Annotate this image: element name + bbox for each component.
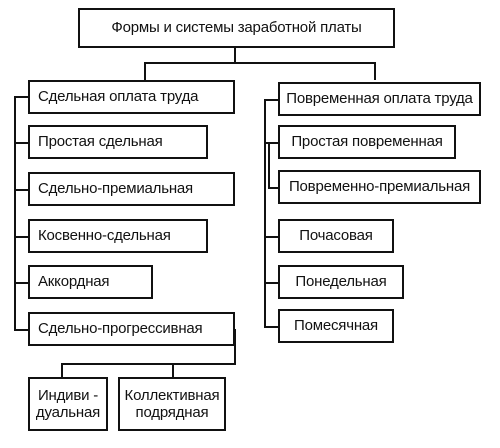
piece-item-label: Сдельно-прогрессивная xyxy=(38,320,203,338)
left-spine xyxy=(14,96,16,330)
connector-to-piece xyxy=(144,62,146,80)
time-item-hourly: Почасовая xyxy=(278,219,394,253)
right-spine xyxy=(264,99,266,327)
connector-to-individual xyxy=(61,363,63,377)
time-item-label: Почасовая xyxy=(299,227,373,245)
time-item-monthly: Помесячная xyxy=(278,309,394,343)
piece-item-indirect: Косвенно-сдельная xyxy=(28,219,208,253)
time-rate-label: Повременная оплата труда xyxy=(286,90,473,108)
piece-item-progressive: Сдельно-прогрессивная xyxy=(28,312,235,346)
left-branch-5 xyxy=(14,329,28,331)
time-item-label: Помесячная xyxy=(294,317,378,335)
piece-item-label: Косвенно-сдельная xyxy=(38,227,171,245)
connector-to-time xyxy=(374,62,376,80)
piece-item-simple: Простая сдельная xyxy=(28,125,208,159)
connector-to-collective xyxy=(172,363,174,377)
piece-item-label: Простая сдельная xyxy=(38,133,163,151)
left-branch-2 xyxy=(14,189,28,191)
time-rate-node: Повременная оплата труда xyxy=(278,82,481,116)
right-branch-3 xyxy=(264,236,278,238)
time-item-label: Повременно-премиальная xyxy=(288,178,471,196)
right-branch-4 xyxy=(264,282,278,284)
sub-item-individual: Индиви - дуальная xyxy=(28,377,108,431)
piece-item-label: Аккордная xyxy=(38,273,110,291)
connector-root-horizontal xyxy=(144,62,376,64)
left-branch-4 xyxy=(14,282,28,284)
left-branch-3 xyxy=(14,236,28,238)
sub-item-label: Индиви - дуальная xyxy=(35,386,101,421)
piece-item-bonus: Сдельно-премиальная xyxy=(28,172,235,206)
right-branch-2 xyxy=(268,187,278,189)
time-item-bonus: Повременно-премиальная xyxy=(278,170,481,204)
piece-item-lump-sum: Аккордная xyxy=(28,265,153,299)
time-item-simple: Простая повременная xyxy=(278,125,456,159)
left-branch-0 xyxy=(14,96,28,98)
piece-item-label: Сдельно-премиальная xyxy=(38,180,193,198)
right-inner-bracket xyxy=(268,142,270,189)
piece-rate-node: Сдельная оплата труда xyxy=(28,80,235,114)
sub-item-collective: Коллективная подрядная xyxy=(118,377,226,431)
piece-rate-label: Сдельная оплата труда xyxy=(38,88,199,106)
root-label: Формы и системы заработной платы xyxy=(111,19,362,37)
time-item-weekly: Понедельная xyxy=(278,265,404,299)
connector-progressive-down xyxy=(234,329,236,365)
right-branch-1 xyxy=(264,142,278,144)
sub-item-label: Коллективная подрядная xyxy=(124,386,220,421)
left-branch-1 xyxy=(14,142,28,144)
right-branch-5 xyxy=(264,326,278,328)
time-item-label: Понедельная xyxy=(295,273,387,291)
connector-root-down xyxy=(234,48,236,62)
connector-sub-horizontal xyxy=(61,363,236,365)
root-node: Формы и системы заработной платы xyxy=(78,8,395,48)
right-branch-0 xyxy=(264,99,278,101)
time-item-label: Простая повременная xyxy=(291,133,443,151)
